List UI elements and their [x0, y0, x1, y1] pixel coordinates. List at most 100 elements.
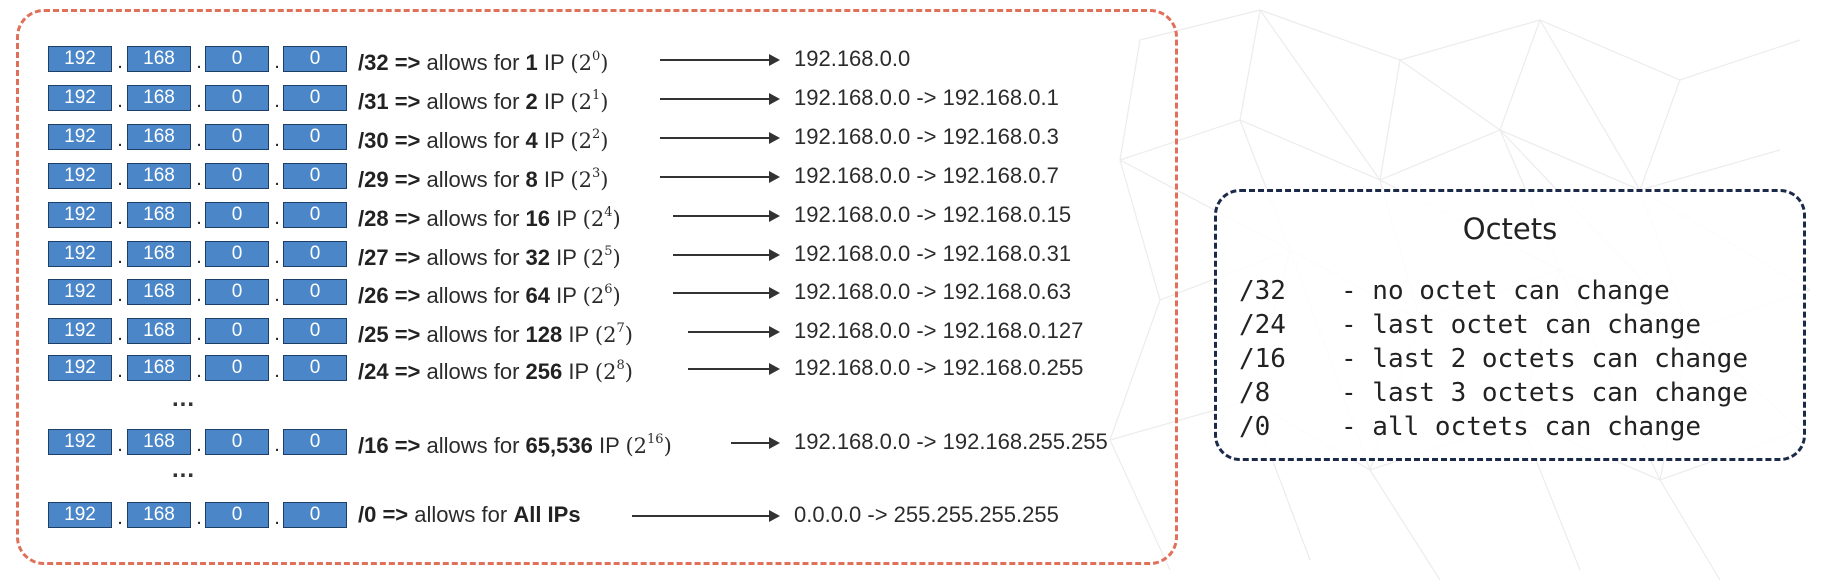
- ip-unit: IP: [537, 128, 571, 153]
- octet-dot: .: [274, 434, 280, 456]
- octet-rule-prefix: /24: [1239, 310, 1286, 340]
- cidr-description: /27 => allows for 32 IP (25): [358, 241, 621, 271]
- cidr-description: /32 => allows for 1 IP (20): [358, 46, 608, 76]
- octet-rule-prefix: /32: [1239, 276, 1286, 306]
- octet-rule: /0- all octets can change: [1239, 410, 1748, 444]
- allows-for-text: allows for: [420, 128, 526, 153]
- power-of-two: (27): [594, 321, 633, 347]
- octet-dot: .: [196, 507, 202, 529]
- ip-range: 192.168.0.0 -> 192.168.0.255: [794, 355, 1084, 380]
- ip-octet-box: 168: [127, 318, 191, 344]
- cidr-prefix: /27 =>: [358, 245, 421, 270]
- ip-count: 128: [525, 322, 563, 347]
- allows-for-text: allows for: [420, 245, 526, 270]
- ip-octet-box: 192: [48, 279, 112, 305]
- ip-octet-box: 168: [127, 124, 191, 150]
- cidr-row: 192.168.0.0/28 => allows for 16 IP (24)1…: [48, 202, 1178, 232]
- octet-dot: .: [274, 51, 280, 73]
- cidr-description: /28 => allows for 16 IP (24): [358, 202, 621, 232]
- power-of-two: (23): [570, 166, 609, 192]
- ip-octet-box: 168: [127, 85, 191, 111]
- cidr-prefix: /16 =>: [358, 433, 421, 458]
- cidr-prefix: /30 =>: [358, 128, 421, 153]
- cidr-row: 192.168.0.0/24 => allows for 256 IP (28)…: [48, 355, 1178, 385]
- ip-octet-box: 192: [48, 202, 112, 228]
- cidr-row: 192.168.0.0/16 => allows for 65,536 IP (…: [48, 429, 1178, 458]
- allows-for-text: allows for: [420, 50, 526, 75]
- ip-unit: IP: [550, 245, 583, 270]
- arrow-icon: [673, 211, 780, 221]
- ip-octet-box: 168: [127, 355, 191, 381]
- ip-octet-box: 192: [48, 46, 112, 72]
- octet-rule-text: - last octet can change: [1341, 310, 1702, 340]
- ip-octet-box: 0: [283, 429, 347, 455]
- ip-octet-box: 168: [127, 429, 191, 455]
- ip-octet-box: 0: [205, 318, 269, 344]
- ip-octet-box: 168: [127, 241, 191, 267]
- cidr-row: 192.168.0.0/30 => allows for 4 IP (22)19…: [48, 124, 1178, 154]
- ip-octet-box: 0: [205, 46, 269, 72]
- cidr-description: /26 => allows for 64 IP (26): [358, 279, 621, 309]
- ip-count: All IPs: [513, 502, 581, 527]
- ip-octet-box: 192: [48, 241, 112, 267]
- octet-rule: /8- last 3 octets can change: [1239, 376, 1748, 410]
- ip-count: 16: [525, 206, 551, 231]
- power-of-two: (216): [625, 432, 672, 458]
- cidr-prefix: /26 =>: [358, 283, 421, 308]
- octet-dot: .: [274, 246, 280, 268]
- cidr-description: /29 => allows for 8 IP (23): [358, 163, 608, 193]
- octet-dot: .: [117, 168, 123, 190]
- octet-dot: .: [196, 207, 202, 229]
- power-of-two: (20): [570, 49, 609, 75]
- octet-dot: .: [117, 129, 123, 151]
- ip-count: 32: [525, 245, 551, 270]
- cidr-examples-box: [16, 9, 1178, 565]
- cidr-description: /24 => allows for 256 IP (28): [358, 355, 633, 385]
- ip-range: 192.168.0.0 -> 192.168.0.31: [794, 241, 1072, 266]
- allows-for-text: allows for: [408, 502, 514, 527]
- ip-unit: IP: [537, 167, 571, 192]
- ip-octet-box: 0: [283, 279, 347, 305]
- ip-unit: IP: [562, 359, 595, 384]
- cidr-description: /31 => allows for 2 IP (21): [358, 85, 608, 115]
- allows-for-text: allows for: [420, 206, 526, 231]
- octet-dot: .: [196, 90, 202, 112]
- ip-range: 0.0.0.0 -> 255.255.255.255: [794, 502, 1059, 527]
- power-of-two: (28): [594, 358, 633, 384]
- octet-dot: .: [196, 168, 202, 190]
- ip-range: 192.168.0.0 -> 192.168.0.7: [794, 163, 1059, 188]
- ip-octet-box: 168: [127, 46, 191, 72]
- octet-dot: .: [117, 207, 123, 229]
- cidr-prefix: /25 =>: [358, 322, 421, 347]
- power-of-two: (25): [582, 244, 621, 270]
- octet-dot: .: [117, 90, 123, 112]
- cidr-prefix: /28 =>: [358, 206, 421, 231]
- octet-rule-prefix: /8: [1239, 378, 1271, 408]
- ip-octet-box: 168: [127, 163, 191, 189]
- octet-rule: /16- last 2 octets can change: [1239, 342, 1748, 376]
- octet-dot: .: [117, 51, 123, 73]
- octet-dot: .: [274, 90, 280, 112]
- cidr-description: /30 => allows for 4 IP (22): [358, 124, 608, 154]
- ip-count: 8: [525, 167, 538, 192]
- power-of-two: (24): [582, 205, 621, 231]
- ip-count: 1: [525, 50, 538, 75]
- arrow-icon: [632, 511, 780, 521]
- ip-range: 192.168.0.0 -> 192.168.0.127: [794, 318, 1084, 343]
- octets-list: /32- no octet can change/24- last octet …: [1239, 274, 1748, 444]
- ip-octet-box: 192: [48, 318, 112, 344]
- octet-dot: .: [274, 323, 280, 345]
- ip-range: 192.168.0.0 -> 192.168.255.255: [794, 429, 1108, 454]
- ip-octet-box: 0: [283, 85, 347, 111]
- allows-for-text: allows for: [420, 167, 526, 192]
- octet-dot: .: [196, 284, 202, 306]
- cidr-prefix: /29 =>: [358, 167, 421, 192]
- ip-octet-box: 192: [48, 502, 112, 528]
- ip-octet-box: 168: [127, 202, 191, 228]
- ip-octet-box: 0: [283, 241, 347, 267]
- ip-unit: IP: [550, 206, 583, 231]
- octet-dot: .: [117, 507, 123, 529]
- octet-dot: .: [274, 129, 280, 151]
- octet-dot: .: [274, 207, 280, 229]
